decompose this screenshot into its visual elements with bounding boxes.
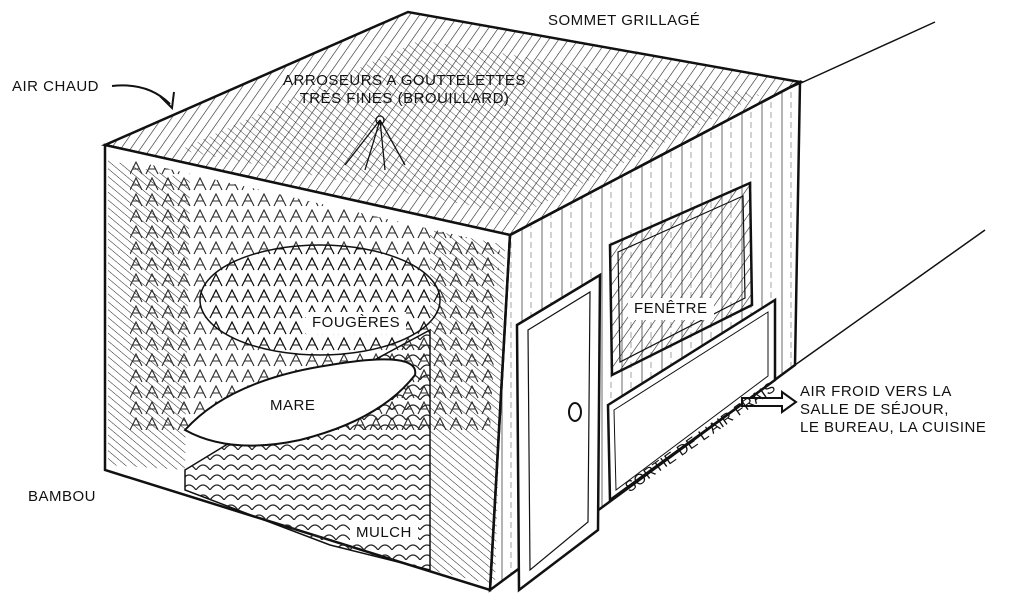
- label-fenetre: FENÊTRE: [628, 298, 714, 320]
- label-arroseurs-line-2: TRÈS FINES (BROUILLARD): [299, 90, 510, 107]
- fern-cluster: [199, 244, 441, 356]
- pond: [183, 358, 417, 447]
- label-air-froid-line-1: AIR FROID VERS LA: [800, 383, 952, 400]
- window-inner: [617, 195, 746, 363]
- label-bambou: BAMBOU: [28, 488, 97, 505]
- door: [515, 272, 602, 593]
- cool-air-outlet: [606, 297, 777, 503]
- mesh-top-foliage: [180, 40, 760, 215]
- perspective-line-top: [789, 21, 936, 89]
- label-air-chaud: AIR CHAUD: [12, 78, 100, 95]
- label-air-froid-line-3: LE BUREAU, LA CUISINE: [800, 419, 987, 436]
- door-inner: [527, 290, 591, 572]
- label-arroseurs: ARROSEURS A GOUTTELETTES TRÈS FINES (BRO…: [262, 72, 547, 108]
- label-air-froid: AIR FROID VERS LA SALLE DE SÉJOUR, LE BU…: [800, 383, 986, 437]
- label-arroseurs-line-1: ARROSEURS A GOUTTELETTES: [283, 72, 526, 89]
- perspective-line-bottom: [794, 229, 986, 366]
- warm-air-arrow-head: [159, 91, 175, 111]
- outlet-inner: [613, 311, 769, 491]
- door-knob: [568, 402, 582, 422]
- window: [608, 181, 754, 378]
- cold-air-arrow: [741, 390, 798, 414]
- bamboo-right: [430, 230, 505, 585]
- label-sommet-grillage: SOMMET GRILLAGÉ: [548, 12, 701, 29]
- sprinkler-icon: [344, 115, 406, 171]
- label-mare: MARE: [270, 397, 316, 414]
- bamboo-left: [108, 160, 190, 470]
- warm-air-arrow: [111, 84, 171, 105]
- label-air-froid-line-2: SALLE DE SÉJOUR,: [800, 401, 949, 418]
- label-fougeres: FOUGÈRES: [306, 312, 407, 334]
- label-mulch: MULCH: [350, 522, 418, 544]
